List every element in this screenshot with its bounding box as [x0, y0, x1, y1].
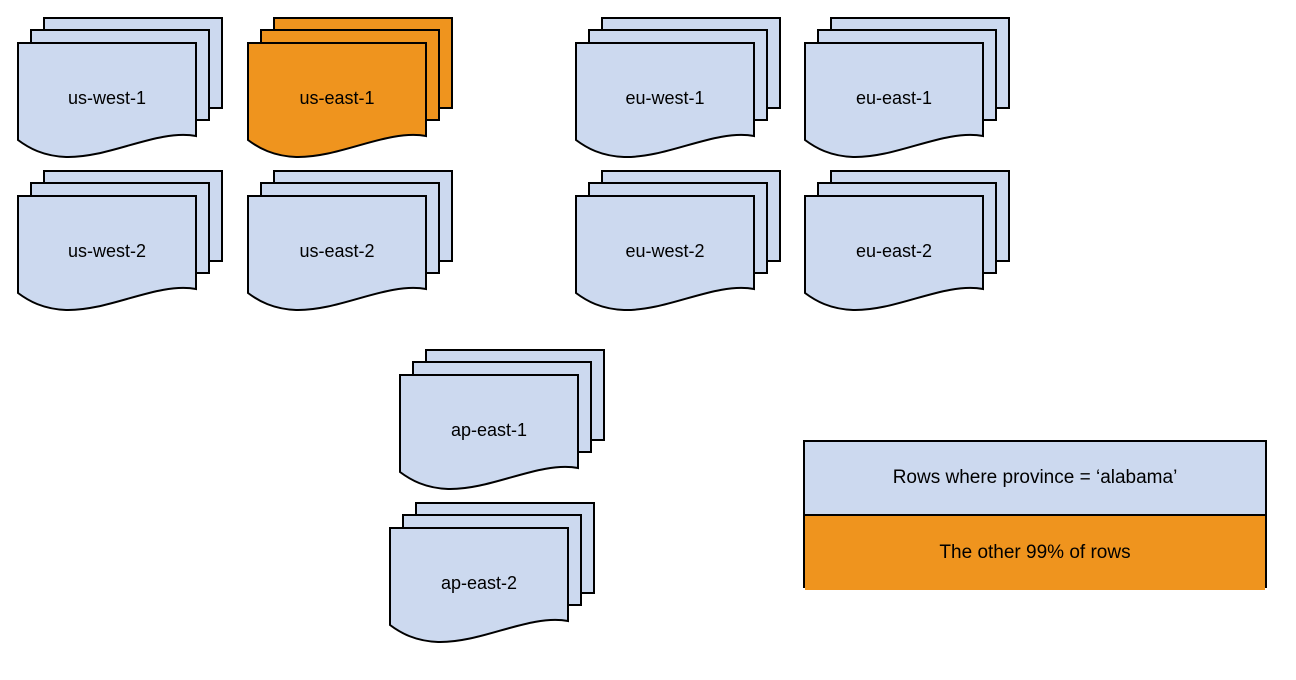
sheet-front [399, 374, 579, 491]
sheet-stack-graphic [247, 17, 453, 159]
legend: Rows where province = ‘alabama’ The other… [803, 440, 1267, 590]
sheet-front [389, 527, 569, 644]
legend-row-legend-orange: The other 99% of rows [805, 516, 1265, 590]
sheet-stack-eu-east-1[interactable]: eu-east-1 [803, 15, 1041, 181]
sheet-stack-eu-east-2[interactable]: eu-east-2 [803, 168, 1041, 334]
sheet-stack-graphic [399, 349, 605, 491]
sheet-stack-us-east-2[interactable]: us-east-2 [246, 168, 484, 334]
sheet-front [804, 195, 984, 312]
sheet-stack-us-west-1[interactable]: us-west-1 [16, 15, 254, 181]
sheet-stack-us-west-2[interactable]: us-west-2 [16, 168, 254, 334]
sheet-front [17, 42, 197, 159]
sheet-stack-eu-west-2[interactable]: eu-west-2 [574, 168, 812, 334]
sheet-stack-graphic [17, 170, 223, 312]
legend-label-legend-orange: The other 99% of rows [939, 542, 1131, 563]
sheet-front [575, 195, 755, 312]
sheet-stack-graphic [575, 170, 781, 312]
sheet-stack-graphic [389, 502, 595, 644]
sheet-front [575, 42, 755, 159]
legend-row-legend-blue: Rows where province = ‘alabama’ [805, 442, 1265, 516]
sheet-stack-ap-east-2[interactable]: ap-east-2 [388, 500, 626, 666]
legend-label-legend-blue: Rows where province = ‘alabama’ [892, 467, 1178, 488]
sheet-front [247, 195, 427, 312]
sheet-front [247, 42, 427, 159]
sheet-stack-eu-west-1[interactable]: eu-west-1 [574, 15, 812, 181]
sheet-stack-graphic [575, 17, 781, 159]
sheet-front [17, 195, 197, 312]
sheet-stack-graphic [17, 17, 223, 159]
sheet-front [804, 42, 984, 159]
sheet-stack-ap-east-1[interactable]: ap-east-1 [398, 347, 636, 513]
sheet-stack-graphic [247, 170, 453, 312]
sheet-stack-graphic [804, 17, 1010, 159]
sheet-stack-us-east-1[interactable]: us-east-1 [246, 15, 484, 181]
sheet-stack-graphic [804, 170, 1010, 312]
